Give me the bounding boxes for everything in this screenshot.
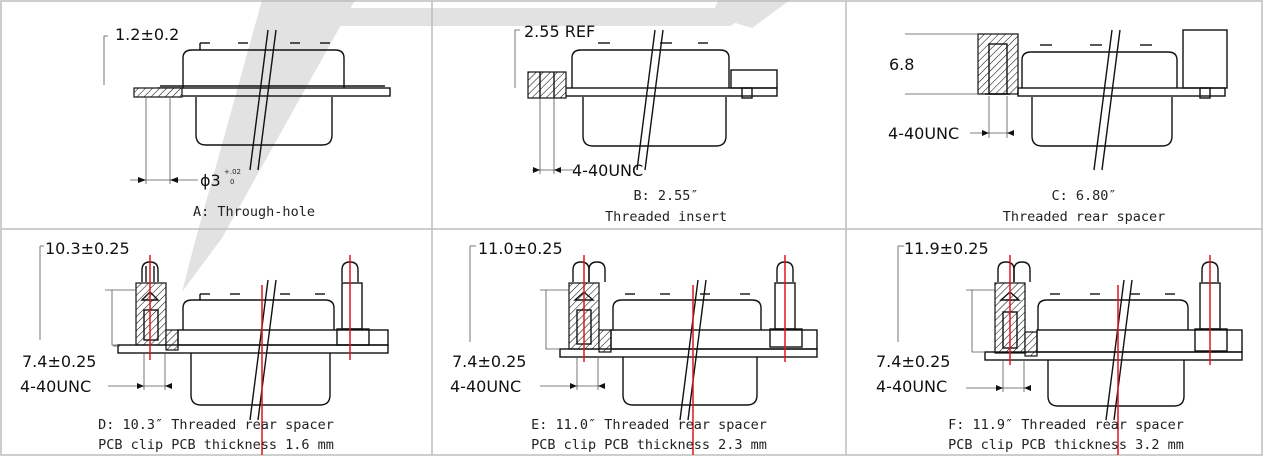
connector-drawing-c bbox=[977, 29, 1228, 171]
tol-a-lower: 0 bbox=[230, 178, 234, 186]
dimension-lines-c bbox=[905, 33, 1014, 138]
connector-drawing-a bbox=[133, 29, 391, 171]
caption-b-2: Threaded insert bbox=[605, 209, 727, 225]
dim-e-2: 7.4±0.25 bbox=[452, 352, 526, 371]
dim-e-1: 11.0±0.25 bbox=[478, 239, 563, 258]
dim-f-1: 11.9±0.25 bbox=[904, 239, 989, 258]
tol-a-upper: +.02 bbox=[224, 168, 241, 176]
dim-c-1: 6.8 bbox=[889, 55, 914, 74]
dimension-lines-f bbox=[897, 245, 1031, 392]
dim-a-2: ϕ3 bbox=[200, 171, 221, 190]
caption-d-2: PCB clip PCB thickness 1.6 mm bbox=[98, 437, 334, 453]
dim-d-1: 10.3±0.25 bbox=[45, 239, 130, 258]
dimension-lines-b bbox=[514, 29, 575, 174]
caption-b-1: B: 2.55″ bbox=[633, 188, 698, 204]
panel-d: 10.3±0.25 7.4±0.25 4-40UNC D: 10.3″ Thre… bbox=[20, 239, 389, 455]
watermark bbox=[182, 0, 790, 292]
dimension-lines-a bbox=[103, 35, 198, 184]
dim-d-2: 7.4±0.25 bbox=[22, 352, 96, 371]
connector-drawing-f bbox=[984, 261, 1243, 421]
panel-f: 11.9±0.25 7.4±0.25 4-40UNC F: 11.9″ Thre… bbox=[876, 239, 1243, 455]
dimension-lines-e bbox=[469, 245, 605, 390]
connector-drawing-d bbox=[117, 261, 389, 421]
dim-f-3: 4-40UNC bbox=[876, 377, 947, 396]
dim-c-2: 4-40UNC bbox=[888, 124, 959, 143]
dim-d-3: 4-40UNC bbox=[20, 377, 91, 396]
dim-b-2: 4-40UNC bbox=[572, 161, 643, 180]
caption-e-1: E: 11.0″ Threaded rear spacer bbox=[531, 417, 767, 433]
dim-e-3: 4-40UNC bbox=[450, 377, 521, 396]
caption-c-2: Threaded rear spacer bbox=[1003, 209, 1166, 225]
connector-drawing-e bbox=[559, 261, 818, 421]
panel-a: 1.2±0.2 ϕ3 +.02 0 A: Through-hole bbox=[103, 25, 391, 220]
caption-a-1: A: Through-hole bbox=[193, 204, 315, 220]
panel-e: 11.0±0.25 7.4±0.25 4-40UNC E: 11.0″ Thre… bbox=[450, 239, 818, 455]
panel-b: 2.55 REF 4-40UNC B: 2.55″ Threaded inser… bbox=[514, 22, 778, 225]
dim-a-1: 1.2±0.2 bbox=[115, 25, 179, 44]
caption-f-2: PCB clip PCB thickness 3.2 mm bbox=[948, 437, 1184, 453]
panel-c: 6.8 4-40UNC C: 6.80″ Threaded rear space… bbox=[888, 29, 1228, 225]
dimension-lines-d bbox=[39, 245, 172, 390]
connector-drawing-b bbox=[527, 29, 778, 171]
caption-f-1: F: 11.9″ Threaded rear spacer bbox=[948, 417, 1184, 433]
dim-f-2: 7.4±0.25 bbox=[876, 352, 950, 371]
dim-b-1: 2.55 REF bbox=[524, 22, 595, 41]
caption-d-1: D: 10.3″ Threaded rear spacer bbox=[98, 417, 334, 433]
caption-e-2: PCB clip PCB thickness 2.3 mm bbox=[531, 437, 767, 453]
caption-c-1: C: 6.80″ bbox=[1051, 188, 1116, 204]
